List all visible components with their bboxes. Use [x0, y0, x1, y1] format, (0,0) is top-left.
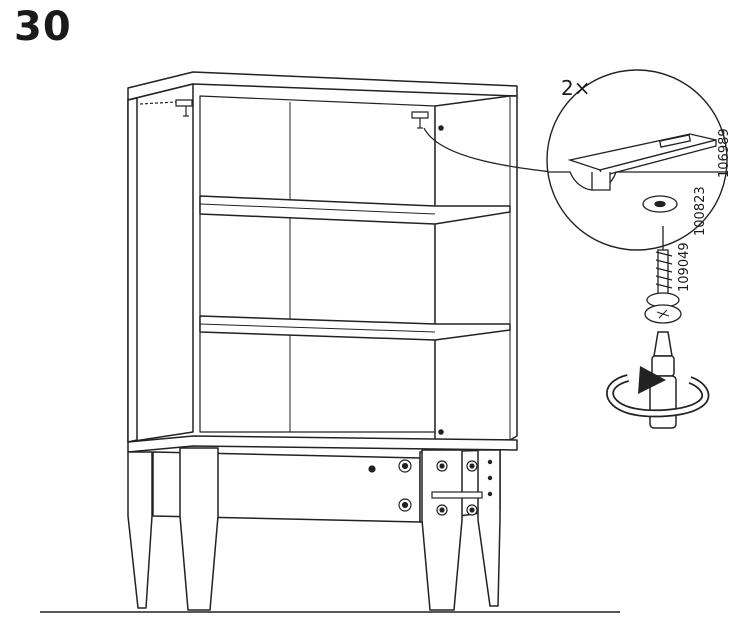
rotation-arrow-icon — [606, 366, 710, 418]
leg-back-right — [477, 449, 501, 607]
top-brackets — [139, 99, 429, 129]
leg-front-left — [179, 447, 219, 611]
quantity-label: 2× — [561, 76, 590, 100]
right-side-panel — [434, 95, 518, 441]
leg-front-right — [421, 449, 463, 611]
detail-circle — [546, 69, 728, 251]
back-panel — [199, 95, 436, 433]
part-number-100823: 100823 — [693, 186, 708, 236]
callout-pointer — [423, 127, 553, 173]
leg-back-left — [127, 451, 153, 609]
cabinet — [127, 71, 518, 611]
part-number-109049: 109049 — [677, 242, 692, 292]
upper-shelf — [199, 195, 511, 225]
step-number: 30 — [14, 4, 72, 50]
apron-hardware — [368, 459, 493, 516]
lower-shelf — [199, 315, 511, 341]
part-number-106989: 106989 — [717, 128, 732, 178]
screw — [644, 226, 682, 324]
